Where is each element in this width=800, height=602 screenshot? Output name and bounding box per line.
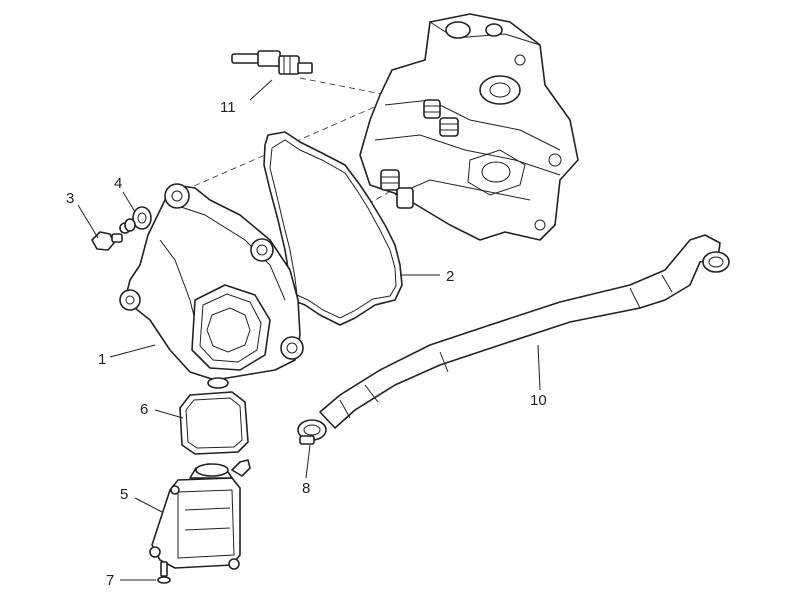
square-seal bbox=[179, 391, 249, 455]
callout-11: 11 bbox=[220, 99, 236, 116]
callout-labels: 11 2 3 4 1 6 5 7 8 10 bbox=[66, 99, 547, 589]
callout-1: 1 bbox=[98, 351, 106, 368]
callout-4: 4 bbox=[114, 175, 122, 192]
cover-bolt bbox=[91, 222, 131, 251]
breather-housing bbox=[149, 459, 251, 570]
spark-plug bbox=[231, 50, 313, 75]
breather-hose bbox=[319, 234, 730, 429]
callout-3: 3 bbox=[66, 190, 74, 207]
washers bbox=[124, 206, 152, 232]
callout-5: 5 bbox=[120, 486, 128, 503]
cover-gasket bbox=[263, 131, 403, 326]
leader-lines bbox=[77, 79, 541, 581]
callout-2: 2 bbox=[446, 268, 454, 285]
callout-10: 10 bbox=[530, 392, 547, 409]
callout-6: 6 bbox=[140, 401, 148, 418]
callout-7: 7 bbox=[106, 572, 114, 589]
valve-cover bbox=[119, 183, 304, 389]
hose-clamp bbox=[297, 419, 327, 445]
valve-springs bbox=[380, 99, 459, 209]
callout-8: 8 bbox=[302, 480, 310, 497]
cylinder-head bbox=[359, 13, 579, 241]
small-screw bbox=[157, 561, 171, 584]
